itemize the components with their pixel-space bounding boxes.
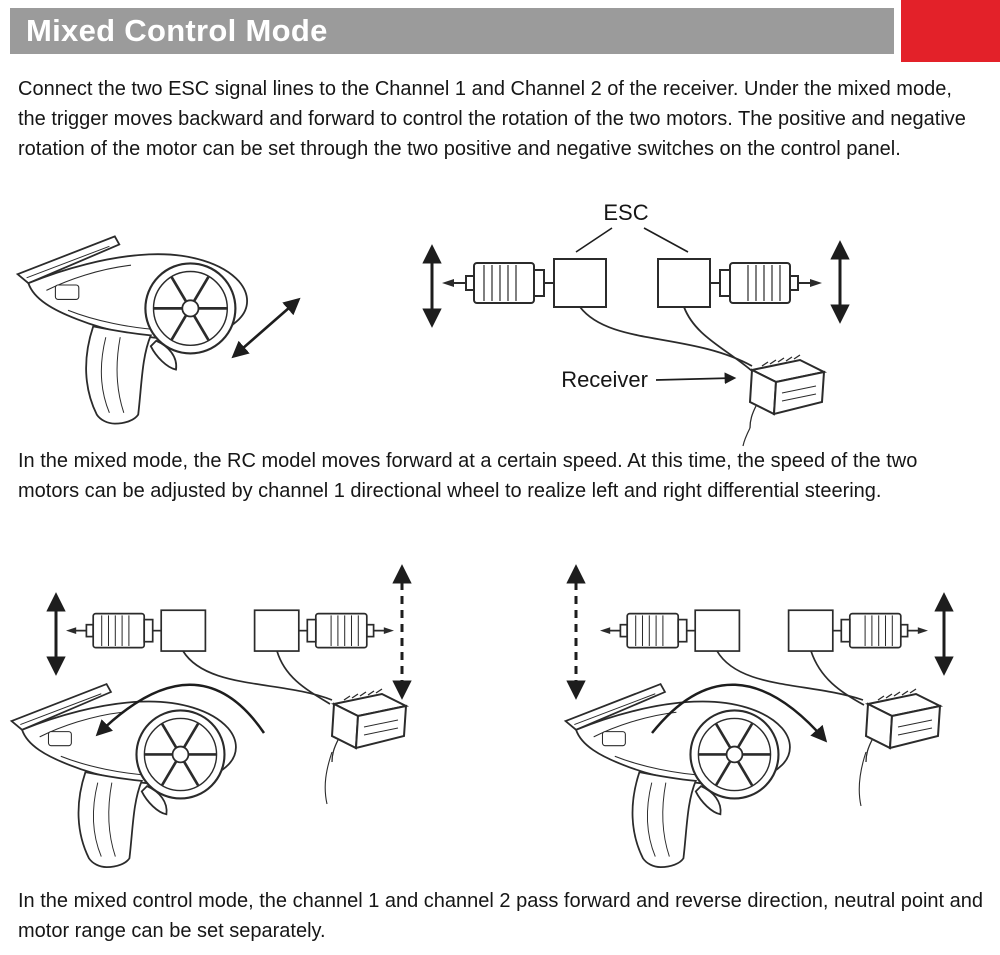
esc-pointer-lines: [575, 227, 689, 253]
receiver-pointer-arrow: [655, 372, 737, 385]
signal-wire-left: [182, 650, 333, 701]
receiver-illustration: [749, 354, 825, 429]
page-title: Mixed Control Mode: [26, 13, 328, 48]
mixed-wiring-diagram: ESC Receiver: [16, 200, 1000, 447]
signal-wire-left: [716, 650, 864, 701]
motor-esc-unit-right: [657, 258, 823, 308]
motor-esc-unit-left: [441, 258, 607, 308]
motor-esc-unit-right: [253, 609, 395, 652]
trigger-direction-arrow: [231, 297, 301, 359]
red-accent-block: [901, 0, 1000, 62]
section-header-bar: Mixed Control Mode: [10, 8, 894, 54]
receiver-antenna-wire: [742, 427, 751, 447]
signal-wire-right: [276, 650, 331, 705]
motor-esc-unit-left: [65, 609, 207, 652]
differential-steering-diagram-left: [10, 548, 407, 869]
receiver-antenna-wire: [324, 751, 333, 805]
intro-paragraph: Connect the two ESC signal lines to the …: [18, 78, 966, 160]
closing-paragraph: In the mixed control mode, the channel 1…: [18, 890, 984, 942]
motor-esc-unit-right: [787, 609, 929, 652]
receiver-illustration: [865, 688, 941, 763]
differential-steering-diagram-right: [564, 548, 990, 869]
receiver-label: Receiver: [561, 367, 648, 392]
signal-wire-right: [810, 650, 865, 706]
signal-wire-left: [579, 306, 753, 367]
mixed-mode-paragraph: In the mixed mode, the RC model moves fo…: [18, 450, 918, 502]
receiver-antenna-wire: [858, 751, 867, 807]
transmitter-illustration: [564, 682, 792, 869]
receiver-illustration: [331, 688, 407, 763]
esc-label: ESC: [603, 200, 648, 225]
motor-esc-unit-left: [599, 609, 741, 652]
signal-wire-right: [683, 306, 753, 372]
steering-rotation-arrow-ccw: [95, 683, 266, 737]
transmitter-illustration: [16, 235, 249, 425]
steering-rotation-arrow-cw: [651, 683, 828, 743]
